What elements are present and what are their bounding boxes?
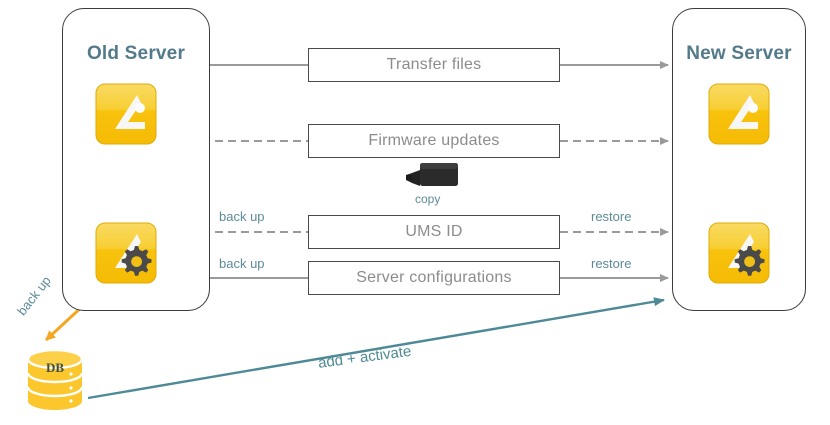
ums-administrator-icon[interactable] (95, 222, 157, 284)
flow-box-ums-id[interactable]: UMS ID (308, 215, 560, 249)
flow-label: Firmware updates (368, 132, 500, 149)
usb-stick-icon (406, 163, 458, 186)
add-activate-arrow (87, 297, 665, 400)
flow-box-server-configurations[interactable]: Server configurations (308, 261, 560, 295)
caption-backup-server-configurations: back up (219, 256, 265, 271)
caption-copy: copy (415, 192, 441, 206)
flow-label: UMS ID (405, 223, 463, 240)
caption-restore-ums-id: restore (591, 209, 632, 224)
caption-restore-server-configurations: restore (591, 256, 632, 271)
flow-box-transfer-files[interactable]: Transfer files (308, 48, 560, 82)
new-server-title: New Server (686, 43, 792, 64)
ums-console-icon[interactable] (95, 83, 157, 145)
flow-label: Transfer files (386, 56, 482, 73)
old-server-title: Old Server (86, 43, 186, 64)
flow-box-firmware-updates[interactable]: Firmware updates (308, 124, 560, 158)
ums-administrator-icon[interactable] (708, 222, 770, 284)
caption-backup-ums-id: back up (219, 209, 265, 224)
ums-console-icon[interactable] (708, 83, 770, 145)
database-icon (26, 349, 84, 410)
flow-label: Server configurations (356, 269, 512, 286)
